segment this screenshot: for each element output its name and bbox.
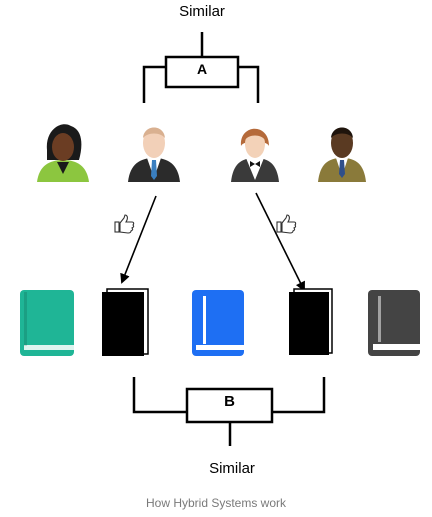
bracket-b — [132, 377, 326, 446]
top-similar-label: Similar — [179, 3, 225, 20]
bottom-similar-label: Similar — [209, 460, 255, 477]
box-b-label: B — [224, 393, 235, 410]
figure-caption: How Hybrid Systems work — [145, 496, 287, 510]
box-a-label: A — [196, 61, 208, 77]
thumbs-up-icon — [276, 214, 297, 234]
user-avatar-waitress — [231, 128, 279, 182]
like-arrow-left — [120, 195, 157, 284]
thumbs-up-icon — [114, 214, 135, 234]
black-book-icon — [102, 288, 149, 356]
user-avatar-man-dark-suit — [128, 127, 180, 182]
grey-book-icon — [368, 290, 420, 356]
green-book-icon — [20, 290, 74, 356]
user-avatar-woman-green — [37, 124, 89, 182]
blue-book-icon — [192, 290, 244, 356]
like-arrow-right — [255, 192, 305, 292]
black-book-icon — [289, 288, 333, 355]
user-avatar-man-olive-suit — [318, 127, 366, 182]
bracket-a — [142, 32, 260, 103]
